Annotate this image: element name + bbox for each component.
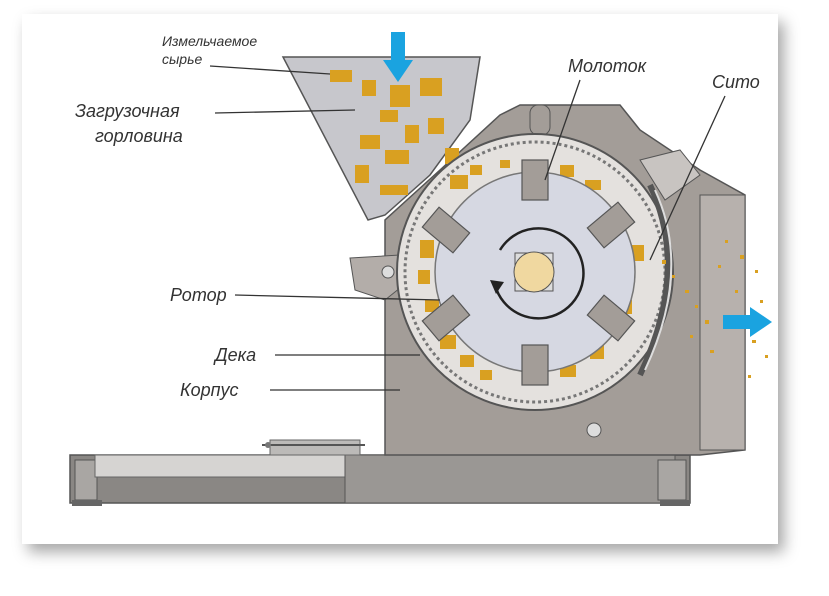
hammers (421, 159, 636, 386)
label-hammer: Молоток (568, 56, 648, 76)
sieve (637, 183, 673, 377)
output-arrow (723, 307, 772, 337)
label-housing: Корпус (180, 380, 239, 400)
label-hopper-1: Загрузочная (75, 101, 180, 121)
hopper (281, 56, 481, 221)
leader-lines (209, 65, 726, 391)
labels: Измельчаемое сырье Загрузочная горловина… (75, 33, 760, 400)
rotor (434, 171, 636, 373)
label-sieve: Сито (712, 72, 760, 92)
label-raw-material-2: сырье (162, 51, 202, 67)
label-raw-material-1: Измельчаемое (162, 33, 257, 49)
particles-output (662, 240, 768, 378)
label-deck: Дека (213, 345, 256, 365)
label-hopper-2: горловина (95, 126, 183, 146)
base-frame (69, 439, 691, 506)
input-arrow (383, 32, 413, 82)
label-rotor: Ротор (170, 285, 227, 305)
